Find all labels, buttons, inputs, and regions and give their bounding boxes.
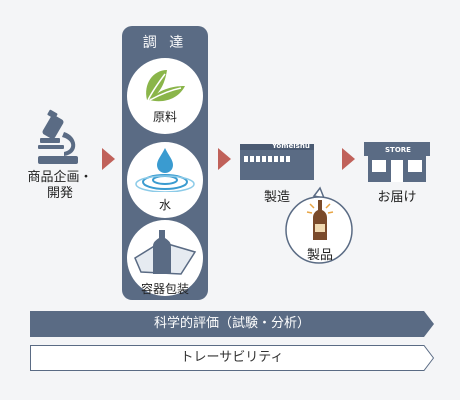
flow-arrow-1	[102, 148, 115, 170]
flow-arrow-3	[342, 148, 355, 170]
traceability-bar-label: トレーサビリティ	[180, 350, 284, 365]
container-circle: 容器包装	[127, 220, 203, 296]
traceability-bar: トレーサビリティ	[30, 345, 434, 371]
raw-material-label: 原料	[152, 110, 177, 124]
procurement-title: 調 達	[142, 35, 188, 51]
planning-label: 商品企画・ 開発	[27, 170, 93, 201]
flow-arrow-2	[218, 148, 231, 170]
manufacturing-label: 製造	[263, 190, 290, 205]
container-package-icon	[134, 230, 197, 275]
water-circle: 水	[127, 142, 203, 218]
evaluation-bar: 科学的評価（試験・分析）	[30, 311, 434, 337]
evaluation-bar-label: 科学的評価（試験・分析）	[153, 316, 310, 331]
microscope-icon	[38, 109, 78, 164]
raw-material-circle: 原料	[127, 58, 203, 134]
bottle-icon	[306, 200, 334, 240]
traceability-bar-shape	[30, 345, 434, 371]
evaluation-bar-shape	[30, 311, 434, 337]
store-icon	[364, 142, 430, 182]
procurement-panel: 調 達 原料 水 容器包装	[122, 26, 208, 300]
factory-sign: Yomeishu	[272, 142, 310, 150]
leaf-icon	[146, 70, 185, 102]
product-label: 製品	[306, 248, 333, 263]
container-label: 容器包装	[140, 282, 189, 296]
store-sign: STORE	[385, 146, 411, 154]
water-drop-icon	[135, 148, 195, 192]
delivery-label: お届け	[377, 190, 417, 205]
factory-icon	[240, 144, 314, 180]
water-label: 水	[158, 198, 171, 212]
